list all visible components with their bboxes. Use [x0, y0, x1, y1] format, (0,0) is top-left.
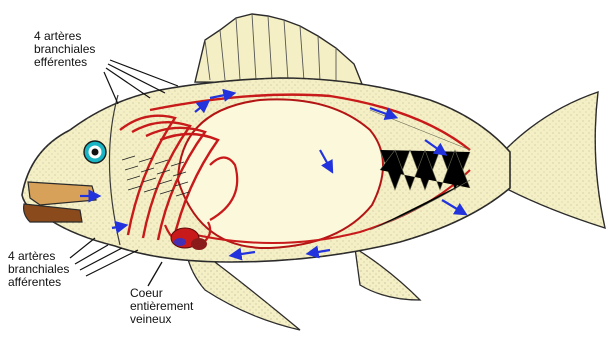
efferent-arteries-label: 4 artères branchiales efférentes — [34, 30, 95, 69]
heart-leader-line — [148, 262, 162, 286]
dorsal-fin — [195, 14, 362, 84]
afferent-arteries-label: 4 artères branchiales afférentes — [8, 250, 69, 289]
eye — [84, 141, 106, 163]
heart-label: Coeur entièrement veineux — [130, 287, 193, 326]
